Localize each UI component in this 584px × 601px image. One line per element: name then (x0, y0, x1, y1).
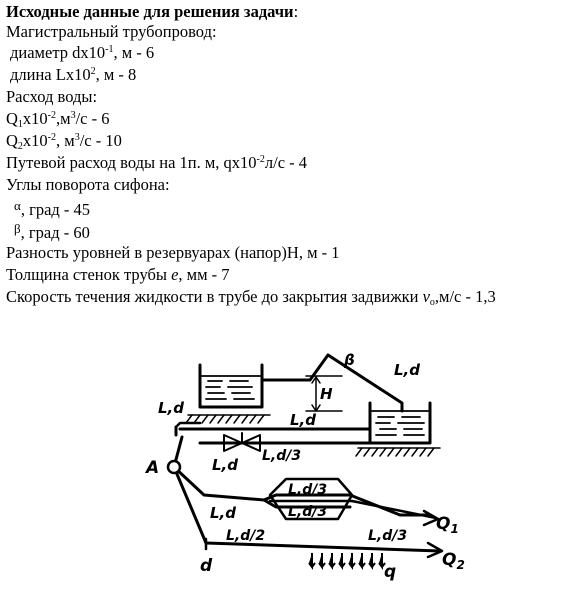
right-reservoir-water (371, 410, 429, 436)
label-ld2: L,d/2 (226, 528, 265, 544)
pipeline-scheme-diagram: β L,d H L,d L,d A L,d L,d/3 L,d/3 L,d/3 … (144, 351, 465, 582)
label-ld-top: L,d (394, 361, 420, 379)
label-ld3-hex-top: L,d/3 (288, 482, 327, 498)
q1-arrow (422, 509, 440, 527)
length-label: длина Lx10 (10, 65, 91, 84)
branch-upper-end (348, 493, 432, 517)
angles-title: Углы поворота сифона: (6, 175, 170, 194)
pipeline-title: Магистральный трубопровод: (6, 22, 217, 41)
velocity-post: ,м/с - 1,3 (434, 287, 496, 306)
q2-exp: -2 (47, 132, 57, 143)
alpha-text: , град - 45 (20, 200, 91, 219)
pipeline-length: длина Lx102, м - 8 (10, 65, 136, 85)
q2-arrow (426, 541, 444, 559)
length-unit: , м - 8 (95, 65, 137, 84)
wall-sym: e (171, 265, 179, 284)
left-reservoir-water (201, 375, 261, 400)
q1-unit-exp: 3 (70, 110, 76, 121)
q1-line (350, 499, 438, 520)
velocity-pre: Скорость течения жидкости в трубе до зак… (6, 287, 423, 306)
velocity-sym: v (422, 287, 430, 306)
label-ld3-a: L,d/3 (262, 448, 301, 464)
q1-unit-post: /с - 6 (75, 109, 110, 128)
q2-mid: x10 (22, 131, 48, 150)
diameter-exp: -1 (105, 44, 114, 55)
beta-symbol: β (14, 221, 21, 236)
flow-q1: Q1x10-2,м3/с - 6 (6, 109, 110, 130)
velocity-sub: o (429, 297, 435, 308)
label-ld3-hex-bot: L,d/3 (288, 504, 327, 520)
path-flow-pre: Путевой расход воды на 1п. м, qx10 (6, 153, 257, 172)
diameter-label: диаметр dx10 (10, 43, 106, 62)
left-support-hatch (185, 414, 271, 424)
flow-q2: Q2x10-2, м3/с - 10 (6, 131, 122, 152)
q2-sym: Q (6, 131, 18, 150)
label-ld-a: L,d (212, 456, 238, 474)
label-ld-low: L,d (210, 504, 236, 522)
wall-post: , мм - 7 (178, 265, 230, 284)
beta-text: , град - 60 (20, 223, 90, 242)
label-h: H (320, 385, 333, 403)
label-q1-idx: 1 (450, 522, 458, 536)
siphon-pipe (260, 353, 404, 413)
head-diff: Разность уровней в резервуарах (напор)H,… (6, 243, 340, 262)
q2-unit-exp: 3 (74, 132, 80, 143)
q2-idx: 2 (17, 141, 23, 152)
right-support-hatch (355, 447, 441, 457)
heading: Исходные данные для решения задачи: (6, 2, 298, 22)
parallel-loop (268, 477, 354, 521)
label-ld3-b: L,d/3 (368, 528, 407, 544)
q2-unit-pre: , м (56, 131, 75, 150)
q1-idx: 1 (17, 119, 23, 130)
left-pipe-cap (174, 421, 202, 429)
velocity: Скорость течения жидкости в трубе до зак… (6, 287, 496, 308)
heading-colon: : (293, 2, 299, 21)
label-a: A (144, 458, 159, 478)
label-ld-left: L,d (158, 399, 184, 417)
label-ld-mid: L,d (290, 411, 316, 429)
label-q2-idx: 2 (456, 558, 464, 572)
label-q2-sym: Q (442, 550, 456, 570)
alpha-symbol: α (14, 198, 21, 213)
distributed-flow-arrows (308, 553, 386, 570)
q1-sym: Q (6, 109, 18, 128)
angle-beta: β, град - 60 (14, 219, 90, 243)
q1-unit-pre: ,м (56, 109, 71, 128)
wall-thickness: Толщина стенок трубы e, мм - 7 (6, 265, 230, 285)
left-reservoir (198, 363, 264, 409)
pipeline-diameter: диаметр dx10-1, м - 6 (10, 43, 154, 63)
wall-pre: Толщина стенок трубы (6, 265, 172, 284)
flow-title: Расход воды: (6, 87, 98, 106)
length-exp: 2 (90, 66, 96, 77)
q1-mid: x10 (22, 109, 48, 128)
q2-unit-post: /с - 10 (79, 131, 122, 150)
path-flow-post: л/с - 4 (264, 153, 308, 172)
right-reservoir (368, 401, 432, 445)
head-dimension-arrows (311, 376, 321, 412)
valve-icon (223, 434, 261, 452)
label-d-bottom: d (200, 556, 213, 576)
junction-a (166, 459, 182, 475)
label-q-dist: q (384, 562, 396, 582)
path-flow-exp: -2 (256, 154, 265, 165)
angle-alpha: α, град - 45 (14, 196, 90, 220)
heading-text: Исходные данные для решения задачи (6, 2, 294, 21)
label-q1-sym: Q (436, 514, 450, 534)
diameter-unit: , м - 6 (113, 43, 155, 62)
label-beta: β (343, 351, 355, 369)
q1-exp: -2 (47, 110, 57, 121)
label-q1: Q1 (436, 514, 459, 536)
label-q2: Q2 (442, 550, 465, 572)
path-flow: Путевой расход воды на 1п. м, qx10-2л/с … (6, 153, 307, 173)
branch-upper-parallel (262, 498, 352, 509)
head-dimension (305, 375, 343, 412)
